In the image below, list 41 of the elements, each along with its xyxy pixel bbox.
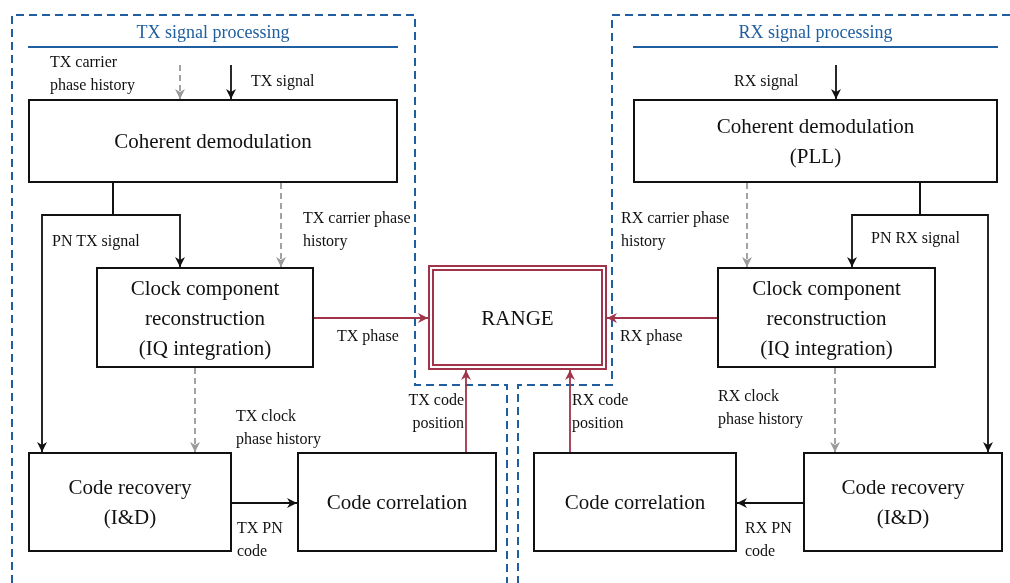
edge-label: TX signal	[251, 71, 316, 92]
arrow	[606, 313, 718, 323]
arrow	[461, 369, 471, 453]
process-box: Code recovery (I&D)	[803, 452, 1003, 552]
arrow	[276, 182, 286, 268]
edge-label: PN TX signal	[52, 231, 141, 252]
arrow	[742, 182, 752, 268]
edge-label: TX phase	[337, 326, 400, 347]
process-box: Clock component reconstruction (IQ integration)	[717, 267, 936, 368]
arrow	[831, 64, 841, 100]
arrow	[37, 182, 114, 453]
edge-label: RX signal	[734, 71, 800, 92]
arrow	[190, 367, 200, 453]
process-box: Code correlation	[297, 452, 497, 552]
arrow	[919, 182, 993, 453]
result-box: RANGE	[428, 265, 607, 370]
process-box: Code recovery (I&D)	[28, 452, 232, 552]
arrow	[231, 498, 298, 508]
edge-label: RX PN code	[745, 518, 793, 561]
edge-label: TX carrier phase history	[50, 52, 136, 96]
edge-label: RX carrier phase history	[621, 208, 731, 252]
arrow	[565, 369, 575, 453]
process-box: Coherent demodulation (PLL)	[633, 99, 998, 183]
edge-label: RX code position	[572, 390, 630, 434]
process-box: Clock component reconstruction (IQ integration)	[96, 267, 314, 368]
arrow	[313, 313, 429, 323]
arrow	[226, 64, 236, 100]
process-box: Code correlation	[533, 452, 737, 552]
edge-label: RX phase	[620, 326, 684, 347]
arrow	[736, 498, 804, 508]
edge-label: TX clock phase history	[236, 406, 322, 450]
process-box: Coherent demodulation	[28, 99, 398, 183]
edge-label: RX clock phase history	[718, 386, 804, 430]
region-heading: RX signal processing	[633, 21, 998, 48]
edge-label: TX carrier phase history	[303, 208, 412, 252]
edge-label: TX code position	[407, 390, 464, 434]
edge-label: PN RX signal	[871, 228, 961, 249]
region-heading: TX signal processing	[28, 21, 398, 48]
arrow	[175, 64, 185, 100]
edge-label: TX PN code	[237, 518, 284, 561]
arrow	[830, 367, 840, 453]
